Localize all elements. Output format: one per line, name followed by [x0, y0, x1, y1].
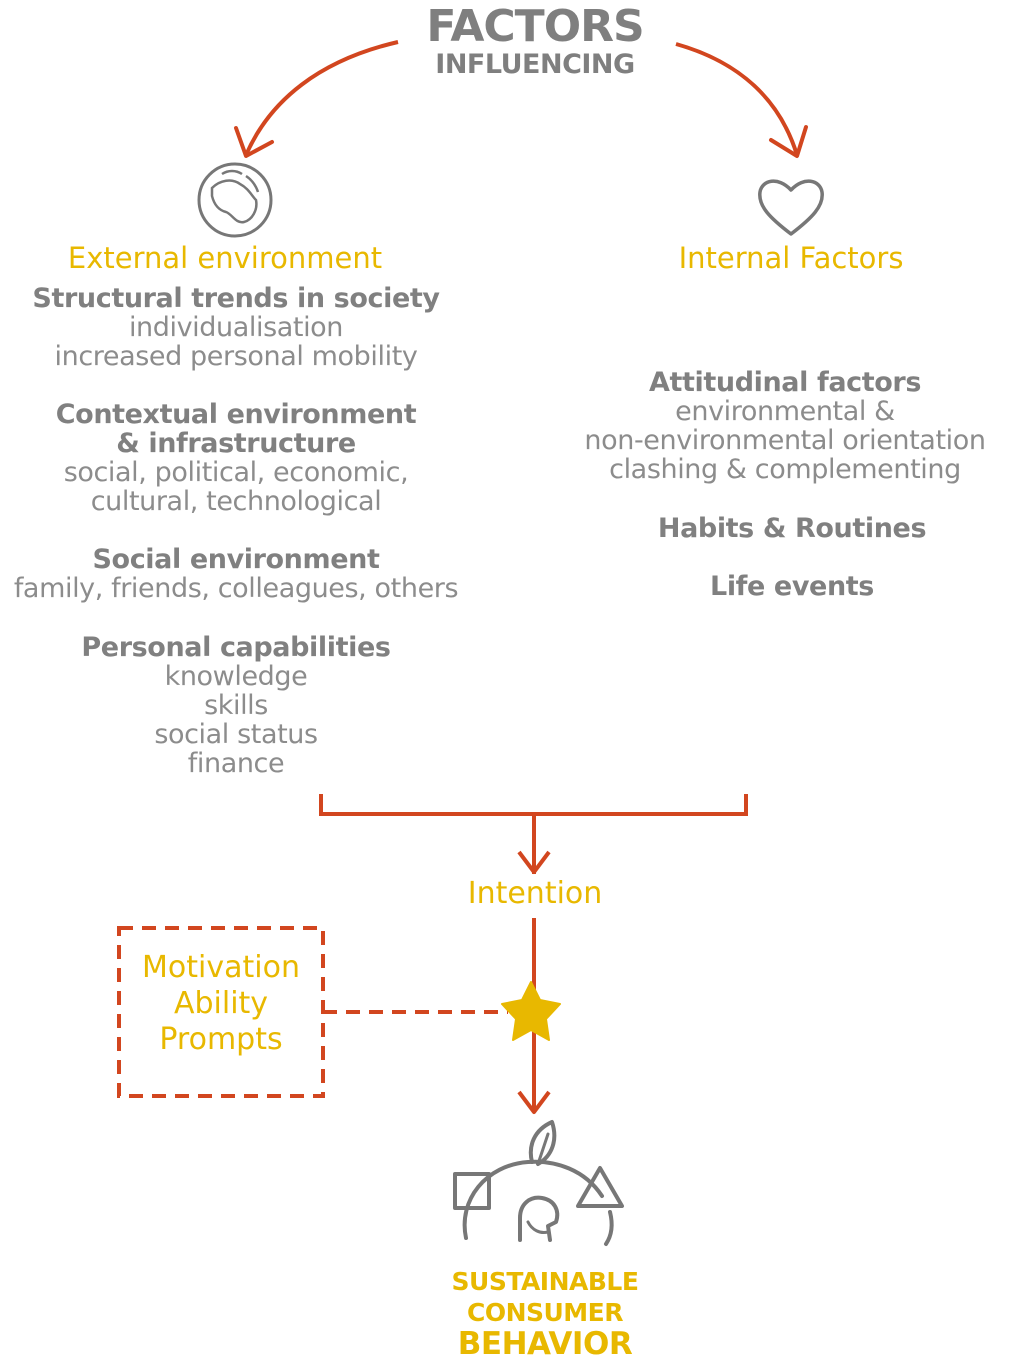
intention-label: Intention: [467, 876, 603, 911]
external-environment-title: External environment: [67, 241, 383, 275]
group-item: social status: [154, 719, 318, 750]
group-habits-routines: Habits & Routines: [560, 514, 1012, 543]
group-item: clashing & complementing: [609, 454, 961, 485]
outcome-line: BEHAVIOR: [457, 1326, 633, 1362]
heart-icon: [758, 179, 824, 236]
moderator-prompts: Prompts: [159, 1022, 283, 1057]
group-structural-trends: Structural trends in society individuali…: [0, 284, 472, 371]
group-item: non-environmental orientation: [584, 425, 986, 456]
star-icon: [501, 981, 561, 1041]
diagram-title: FACTORS: [426, 1, 644, 52]
merge-bracket: [319, 794, 748, 816]
group-life-events: Life events: [560, 572, 1012, 601]
internal-factors-title: Internal Factors: [678, 241, 904, 275]
group-item: individualisation: [128, 312, 344, 343]
diagram-subtitle: INFLUENCING: [435, 49, 635, 80]
group-item: family, friends, colleagues, others: [13, 573, 459, 604]
outcome-label: SUSTAINABLE CONSUMER BEHAVIOR: [420, 1266, 670, 1361]
group-personal-capabilities: Personal capabilities knowledge skills s…: [0, 633, 472, 778]
arrow-to-internal: [675, 42, 799, 156]
outcome-line: CONSUMER: [466, 1298, 624, 1327]
globe-icon: [197, 162, 273, 238]
group-item: finance: [187, 748, 285, 779]
group-contextual-environment: Contextual environment & infrastructure …: [0, 400, 472, 516]
group-item: knowledge: [164, 661, 308, 692]
group-item: social, political, economic,: [63, 457, 409, 488]
group-item: environmental &: [675, 396, 895, 427]
group-title: Habits & Routines: [657, 513, 927, 544]
group-attitudinal-factors: Attitudinal factors environmental & non-…: [560, 368, 1010, 484]
group-social-environment: Social environment family, friends, coll…: [0, 545, 472, 603]
moderator-ability: Ability: [173, 986, 269, 1021]
group-title: Life events: [710, 571, 874, 602]
group-title: Contextual environment: [55, 399, 417, 430]
outcome-line: SUSTAINABLE: [451, 1267, 639, 1296]
group-title: Social environment: [92, 544, 380, 575]
moderator-motivation: Motivation: [142, 950, 300, 985]
group-title: & infrastructure: [116, 428, 356, 459]
arrow-to-external: [244, 40, 399, 156]
sustainable-consumer-icon: [453, 1120, 624, 1246]
group-title: Structural trends in society: [32, 283, 440, 314]
group-title: Personal capabilities: [81, 632, 391, 663]
group-item: skills: [204, 690, 268, 721]
group-title: Attitudinal factors: [649, 367, 921, 398]
group-item: cultural, technological: [90, 486, 382, 517]
moderator-box: Motivation Ability Prompts: [119, 928, 323, 1096]
group-item: increased personal mobility: [54, 341, 418, 372]
